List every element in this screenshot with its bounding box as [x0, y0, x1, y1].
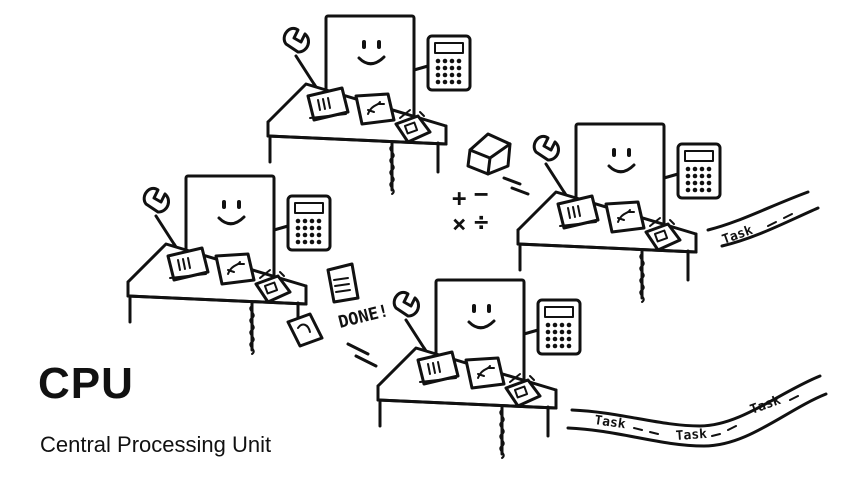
package-box-icon: [468, 134, 528, 194]
task-label: Task: [748, 393, 783, 418]
minus-symbol: −: [474, 180, 488, 208]
task-queue-top: Task: [708, 192, 818, 248]
task-queue-bottom: Task Task Task: [568, 376, 826, 446]
motion-lines: [348, 344, 376, 366]
done-document-icon: [328, 264, 358, 302]
worker-top: [266, 14, 472, 196]
page-title: CPU: [38, 359, 134, 408]
worker-bottom: [376, 278, 582, 460]
task-label: Task: [720, 223, 755, 248]
page-subtitle: Central Processing Unit: [40, 432, 272, 457]
times-symbol: ×: [452, 210, 466, 238]
done-label: DONE!: [336, 301, 391, 333]
math-symbols: + − × ÷: [452, 180, 488, 238]
divide-symbol: ÷: [474, 208, 488, 236]
worker-right: [516, 122, 722, 304]
task-label: Task: [675, 427, 707, 444]
frame-icon: [288, 314, 322, 346]
plus-symbol: +: [452, 184, 466, 212]
task-label: Task: [593, 413, 626, 432]
